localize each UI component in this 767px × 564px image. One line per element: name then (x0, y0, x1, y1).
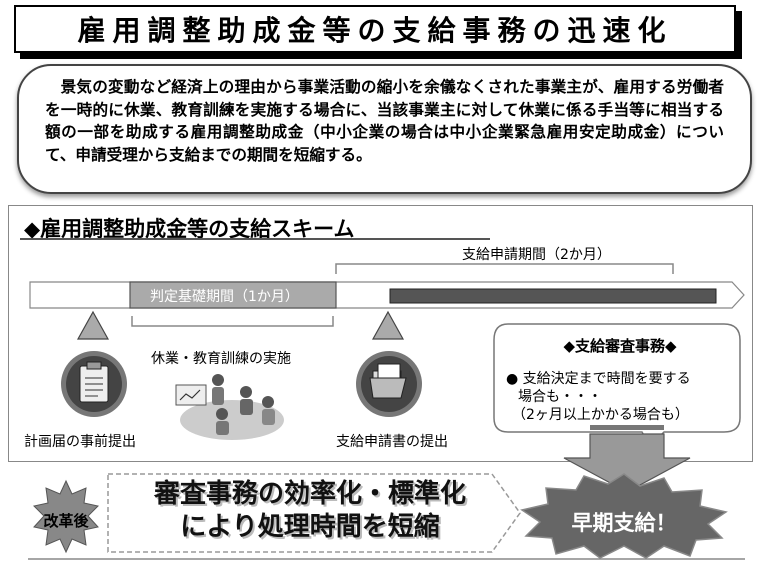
summary-text: 景気の変動など経済上の理由から事業活動の縮小を余儀なくされた事業主が、雇用する労… (45, 78, 724, 164)
application-submission-label: 支給申請書の提出 (336, 434, 448, 450)
summary-box: 景気の変動など経済上の理由から事業活動の縮小を余儀なくされた事業主が、雇用する労… (17, 64, 752, 194)
reform-badge (32, 479, 100, 554)
application-marker-triangle (371, 310, 405, 340)
reform-statement: 審査事務の効率化・標準化 により処理時間を短縮 (118, 478, 502, 544)
application-period-bar (389, 288, 717, 304)
plan-marker-triangle (76, 310, 110, 340)
review-line-2: 場合も・・・ (518, 389, 602, 405)
scheme-title: ◆雇用調整助成金等の支給スキーム (24, 217, 355, 241)
application-period-label: 支給申請期間（2か月） (462, 247, 611, 263)
application-period-bracket (335, 263, 674, 274)
reform-panel (107, 473, 521, 553)
title-box: 雇用調整助成金等の支給事務の迅速化 (14, 5, 736, 53)
down-arrow-band (590, 425, 664, 430)
reform-line-1: 審査事務の効率化・標準化 (153, 479, 466, 509)
judgment-period-label: 判定基礎期間（1か月） (150, 289, 299, 305)
activity-label: 休業・教育訓練の実施 (151, 351, 291, 367)
clipboard-icon (61, 351, 127, 417)
scheme-title-underline (20, 238, 490, 240)
reform-line-2: により処理時間を短縮 (180, 512, 440, 542)
file-folder-icon (356, 351, 422, 417)
early-payment-burst (520, 473, 728, 559)
plan-submission-label: 計画届の事前提出 (24, 434, 136, 450)
judgment-period-bar (129, 281, 337, 309)
page-title: 雇用調整助成金等の支給事務の迅速化 (77, 14, 673, 47)
down-arrow (563, 433, 691, 493)
meeting-illustration (175, 374, 284, 440)
reform-badge-label: 改革後 (43, 512, 89, 530)
early-payment-label: 早期支給！ (571, 511, 677, 535)
review-line-3: （2ヶ月以上かかる場合も） (512, 407, 689, 423)
judgment-period-bracket (131, 316, 334, 327)
review-line-1: ● 支給決定まで時間を要する (506, 371, 691, 387)
review-title: ◆支給審査事務◆ (563, 337, 677, 355)
